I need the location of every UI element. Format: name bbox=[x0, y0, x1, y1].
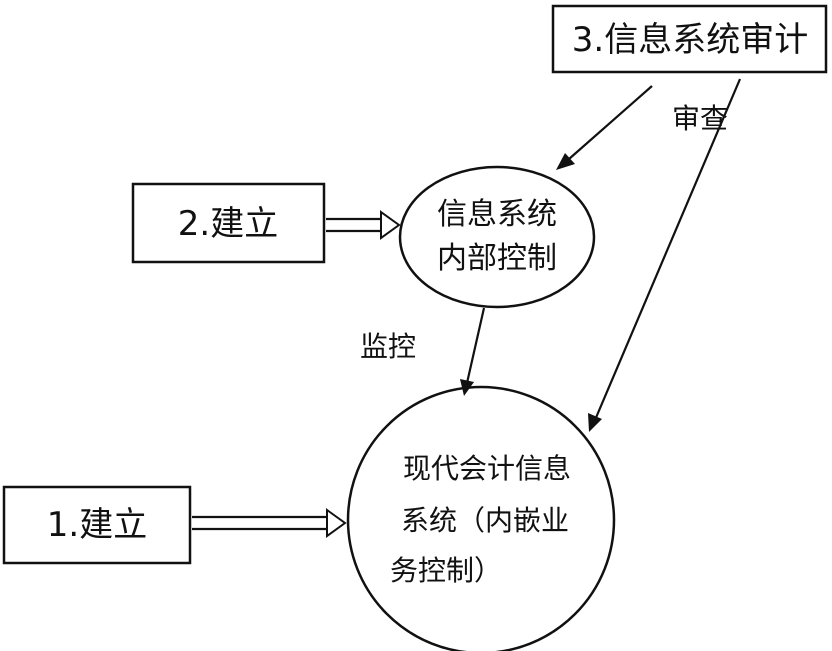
accounting-system-node-line3: 务控制） bbox=[390, 554, 502, 587]
build-control-box-label: 2.建立 bbox=[178, 204, 278, 244]
build-control-double-arrow bbox=[326, 210, 401, 240]
review-label: 审查 bbox=[672, 102, 728, 135]
review-arrow bbox=[556, 85, 653, 170]
build-system-box-label: 1.建立 bbox=[47, 505, 147, 545]
monitor-arrow bbox=[460, 307, 486, 396]
audit-box: 3.信息系统审计 bbox=[551, 4, 828, 74]
monitor-label: 监控 bbox=[360, 330, 416, 363]
internal-control-node-line2: 内部控制 bbox=[437, 241, 557, 276]
audit-box-label: 3.信息系统审计 bbox=[572, 20, 808, 60]
accounting-system-node: 现代会计信息 系统（内嵌业 务控制） bbox=[346, 385, 616, 651]
internal-control-node: 信息系统 内部控制 bbox=[398, 165, 596, 309]
accounting-system-node-line2: 系统（内嵌业 bbox=[401, 504, 569, 537]
audit-to-system-arrow bbox=[588, 78, 742, 432]
build-system-double-arrow bbox=[192, 508, 347, 538]
build-control-box: 2.建立 bbox=[131, 182, 326, 264]
build-system-box: 1.建立 bbox=[2, 485, 192, 565]
internal-control-node-line1: 信息系统 bbox=[437, 197, 557, 232]
accounting-system-node-line1: 现代会计信息 bbox=[403, 452, 571, 485]
